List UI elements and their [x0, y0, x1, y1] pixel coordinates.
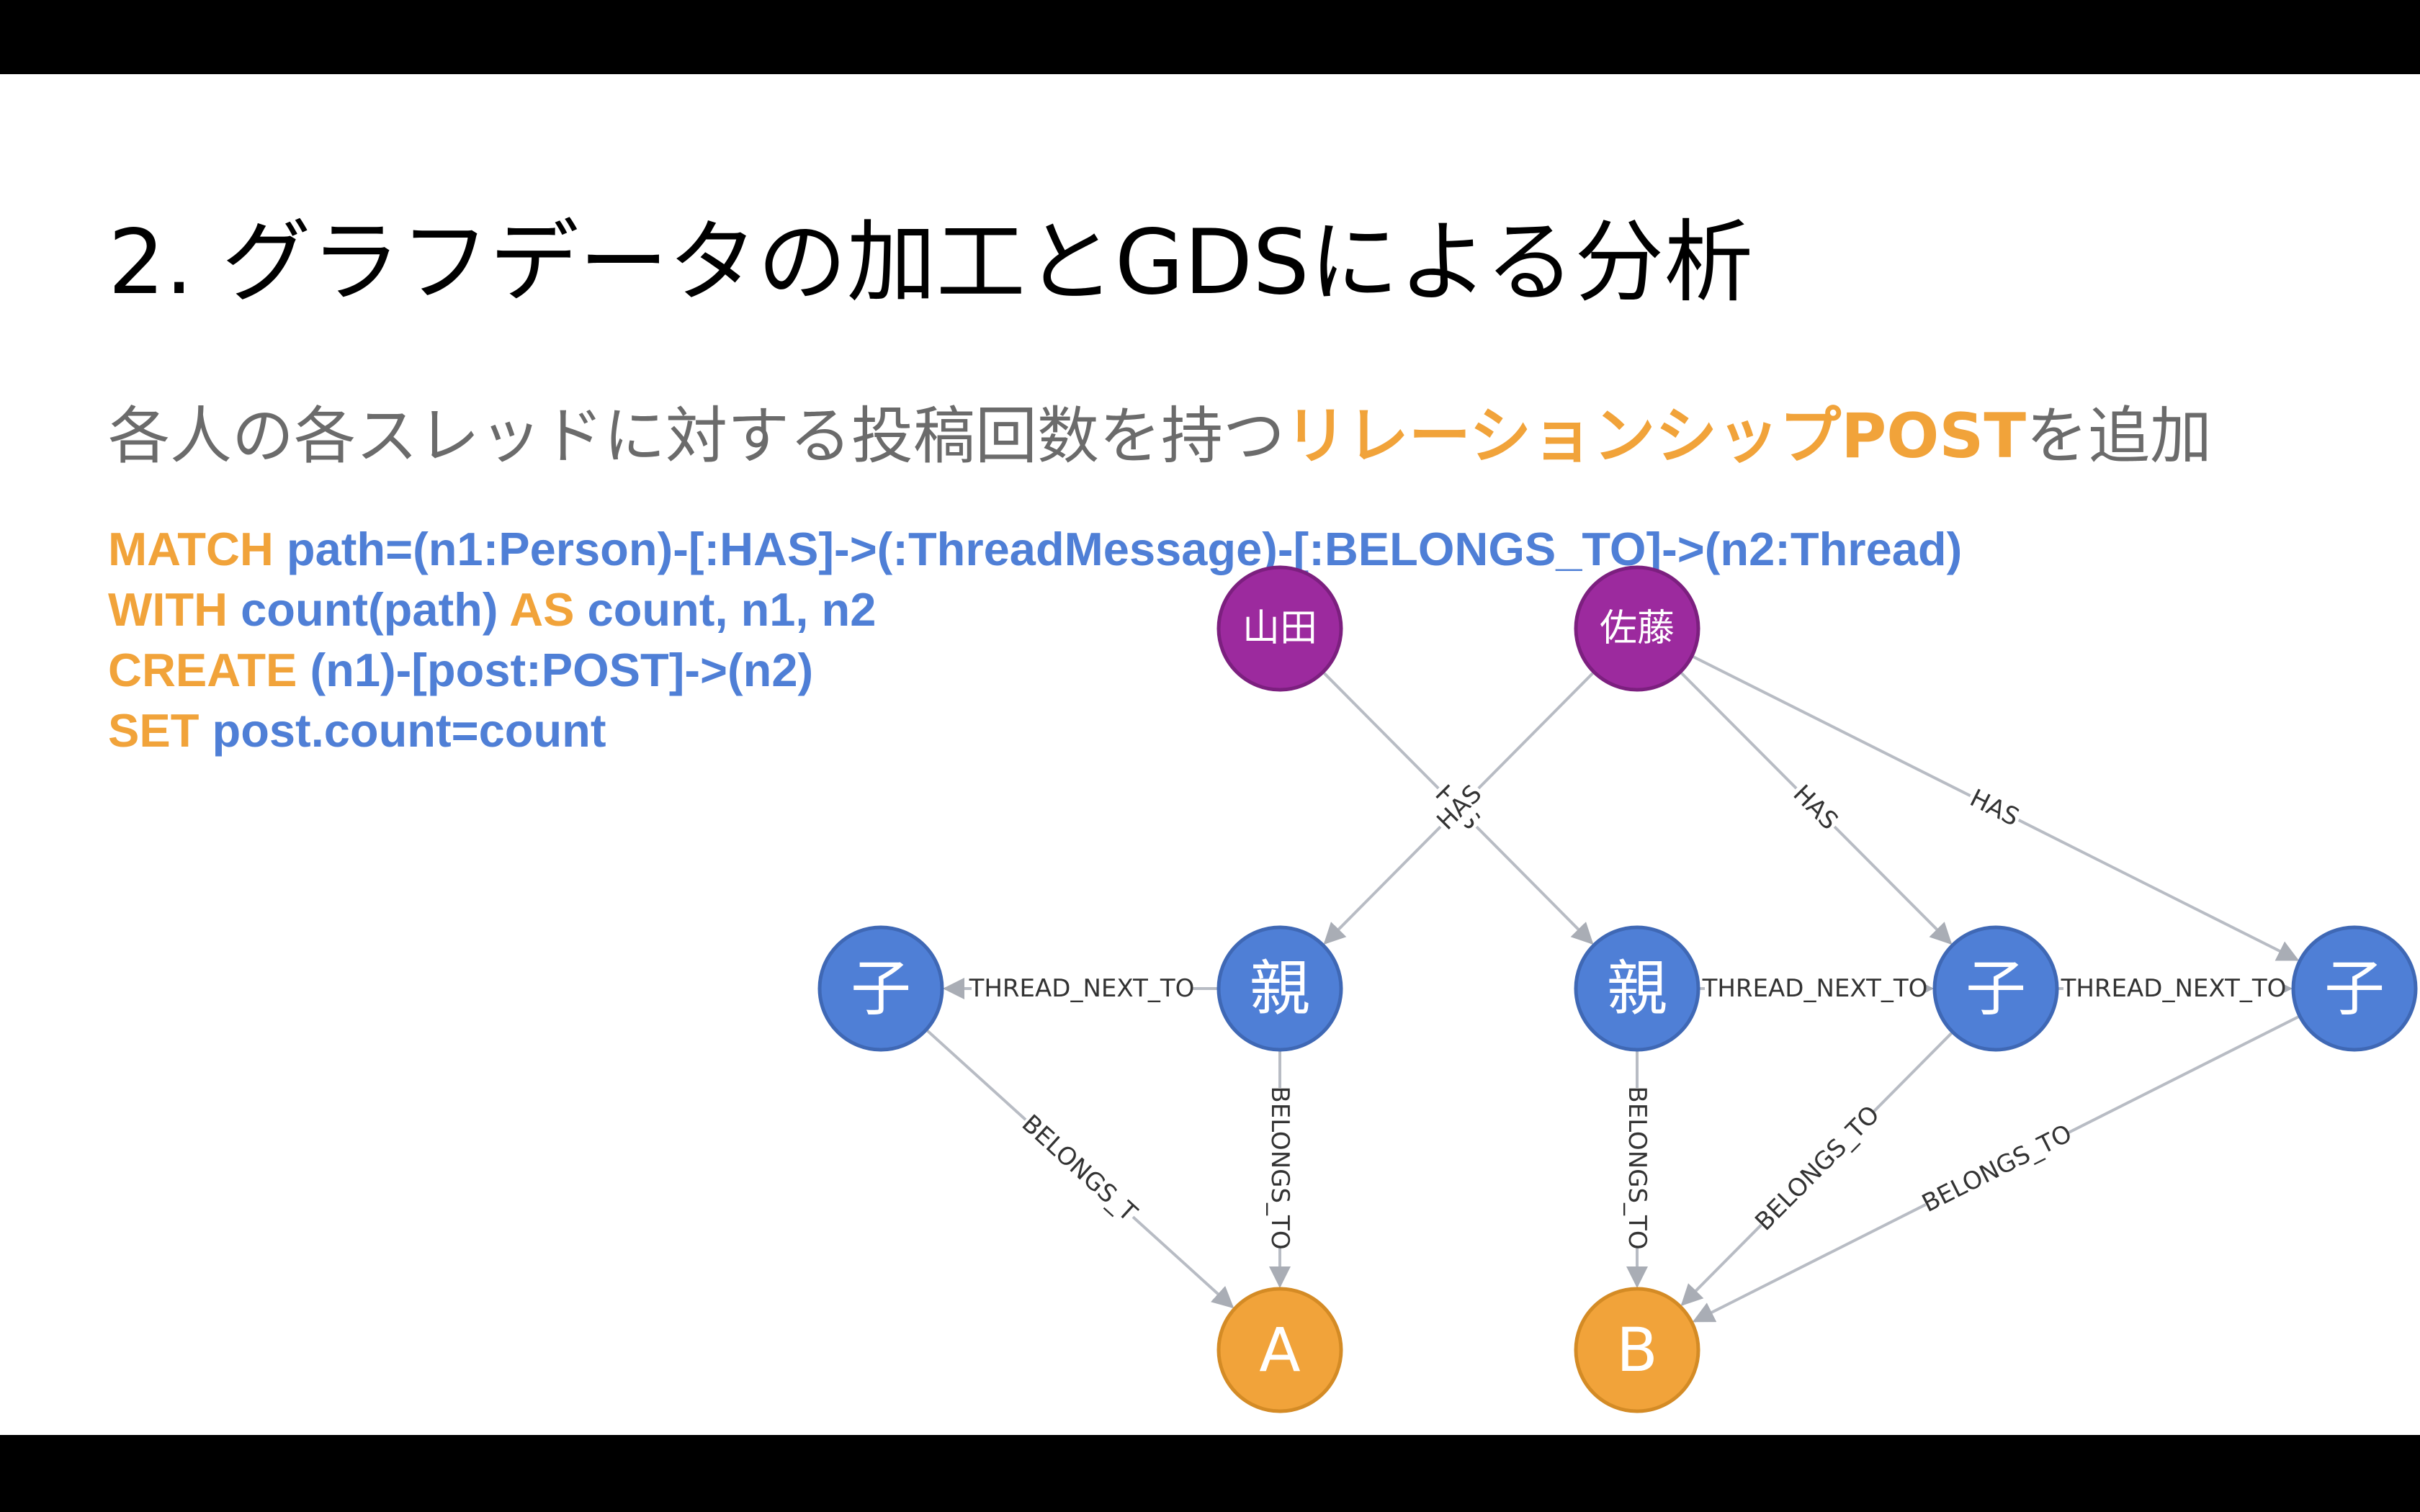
- edge-belongs-t[interactable]: BELONGS_T: [925, 1028, 1234, 1309]
- code-text: post.count=count: [212, 704, 606, 757]
- node-child1[interactable]: 子: [817, 925, 944, 1052]
- edge-belongs-to[interactable]: BELONGS_TO: [1692, 1014, 2300, 1323]
- edge-label: BELONGS_TO: [1265, 1086, 1294, 1249]
- node-label: B: [1616, 1315, 1658, 1385]
- code-text: (n1)-[post:POST]->(n2): [310, 644, 814, 696]
- edge-thread-next-to[interactable]: THREAD_NEXT_TO: [1698, 973, 1934, 1004]
- node-yamada[interactable]: 山田: [1216, 565, 1343, 692]
- edge-has[interactable]: HAS: [1679, 670, 1953, 945]
- slide-title: 2. グラフデータの加工とGDSによる分析: [108, 211, 1754, 315]
- cypher-code-block: MATCH path=(n1:Person)-[:HAS]->(:ThreadM…: [108, 519, 1962, 761]
- subtitle-highlight: リレーションシップPOST: [1285, 400, 2027, 472]
- code-line-with: WITH count(path) AS count, n1, n2: [108, 580, 1962, 640]
- edge-belongs-to[interactable]: BELONGS_TO: [1680, 1030, 1954, 1306]
- code-keyword: MATCH: [108, 523, 274, 575]
- edge-label: THREAD_NEXT_TO: [1702, 974, 1928, 1003]
- edge-belongs-to[interactable]: BELONGS_TO: [1621, 1050, 1653, 1288]
- edge-label: THREAD_NEXT_TO: [2061, 974, 2287, 1003]
- edge-thread-next-to[interactable]: THREAD_NEXT_TO: [2057, 973, 2293, 1004]
- node-layer: 山田佐藤子親親子子AThreadBThread: [817, 565, 2418, 1413]
- code-text: count, n1, n2: [587, 583, 877, 636]
- code-line-create: CREATE (n1)-[post:POST]->(n2): [108, 640, 1962, 701]
- code-keyword: AS: [509, 583, 575, 636]
- node-label: 子: [851, 953, 911, 1024]
- code-keyword: CREATE: [108, 644, 297, 696]
- edge-label: BELONGS_T: [1016, 1110, 1143, 1228]
- node-threadB[interactable]: B: [1574, 1287, 1700, 1413]
- code-keyword: SET: [108, 704, 200, 757]
- edge-thread-next-to[interactable]: THREAD_NEXT_TO: [943, 973, 1219, 1004]
- node-label: 親: [1607, 953, 1667, 1024]
- subtitle-suffix: を追加: [2026, 400, 2213, 472]
- code-line-match: MATCH path=(n1:Person)-[:HAS]->(:ThreadM…: [108, 519, 1962, 580]
- edge-label: BELONGS_TO: [1623, 1086, 1652, 1249]
- edge-label: THREAD_NEXT_TO: [969, 974, 1195, 1003]
- node-label: 親: [1250, 953, 1310, 1024]
- node-sato[interactable]: 佐藤: [1574, 565, 1700, 692]
- node-child2[interactable]: 子: [1932, 925, 2059, 1052]
- edge-belongs-to[interactable]: BELONGS_TO: [1264, 1050, 1296, 1288]
- slide: 2. グラフデータの加工とGDSによる分析 各人の各スレッドに対する投稿回数を持…: [0, 74, 2420, 1435]
- edge-label: BELONGS_TO: [1749, 1100, 1885, 1236]
- subtitle-prefix: 各人の各スレッドに対する投稿回数を持つ: [108, 400, 1285, 472]
- node-threadA[interactable]: A: [1216, 1287, 1343, 1413]
- node-label: 佐藤: [1600, 607, 1675, 650]
- node-parent2[interactable]: 親: [1574, 925, 1700, 1052]
- node-parent1[interactable]: 親: [1216, 925, 1343, 1052]
- node-child3[interactable]: 子: [2291, 925, 2418, 1052]
- slide-subtitle: 各人の各スレッドに対する投稿回数を持つリレーションシップPOSTを追加: [108, 405, 2212, 467]
- node-label: A: [1259, 1315, 1300, 1385]
- code-text: path=(n1:Person)-[:HAS]->(:ThreadMessage…: [286, 523, 1963, 575]
- code-line-set: SET post.count=count: [108, 701, 1962, 761]
- node-label: 子: [2324, 953, 2385, 1024]
- node-label: 子: [1966, 953, 2026, 1024]
- code-keyword: WITH: [108, 583, 228, 636]
- edge-label: BELONGS_TO: [1917, 1119, 2076, 1218]
- edge-has[interactable]: HAS: [1691, 654, 2300, 961]
- graph-visualization: HASHASHASHASTHREAD_NEXT_TOTHREAD_NEXT_TO…: [817, 565, 2418, 1413]
- node-label: 山田: [1242, 607, 1317, 650]
- code-text: count(path): [241, 583, 498, 636]
